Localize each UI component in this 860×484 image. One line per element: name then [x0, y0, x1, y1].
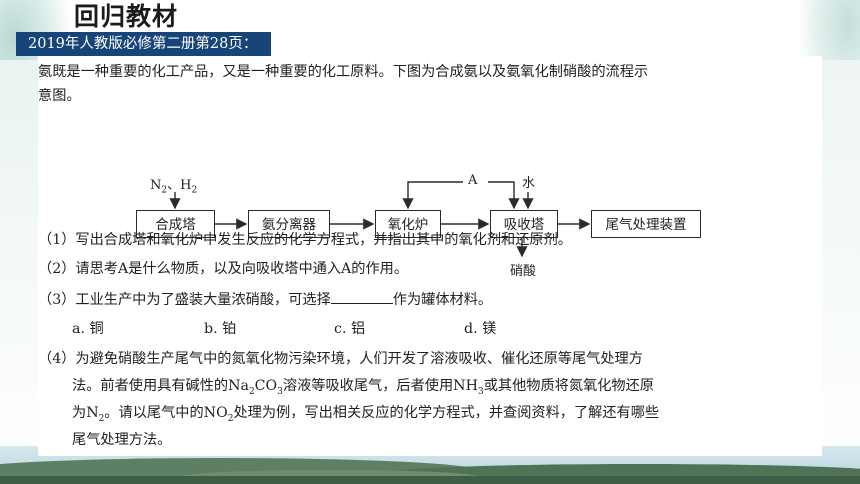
subscript: 2: [161, 185, 168, 196]
box-synthesis-tower: 合成塔: [136, 210, 215, 238]
separator: 、: [167, 178, 181, 193]
q4-text: 法。前者使用具有碱性的Na: [72, 378, 249, 394]
question-4-line-4: 尾气处理方法。: [72, 432, 172, 448]
box-ammonia-separator: 氨分离器: [248, 210, 330, 238]
question-3-options: a. 铜 b. 铂 c. 铝 d. 镁: [72, 317, 592, 341]
landscape-ground: [0, 476, 860, 484]
option-d: d. 镁: [464, 321, 497, 337]
answer-blank: [330, 287, 393, 304]
option-a: a. 铜: [72, 321, 104, 337]
question-3-text-end: 作为罐体材料。: [392, 292, 493, 308]
background-strip-left: [0, 60, 38, 460]
subscript: 3: [277, 386, 283, 397]
q4-text: 溶液等吸收尾气，后者使用NH: [282, 378, 478, 394]
box-absorption-tower: 吸收塔: [490, 210, 558, 238]
question-3-text: （3）工业生产中为了盛装大量浓硝酸，可选择: [38, 292, 331, 308]
subscript: 2: [227, 413, 234, 424]
source-label: 2019年人教版必修第二册第28页：: [16, 32, 272, 56]
subscript: 2: [98, 413, 105, 424]
box-oxidation-furnace: 氧化炉: [375, 210, 441, 238]
textbook-excerpt: 氨既是一种重要的化工产品，又是一种重要的化工原料。下图为合成氨以及氨氧化制硝酸的…: [38, 56, 822, 456]
box-tail-gas-unit: 尾气处理装置: [591, 210, 701, 238]
background-strip-right: [820, 60, 860, 460]
q4-text: 。请以尾气中的NO: [104, 405, 228, 421]
water-label: 水: [522, 176, 536, 191]
arrow-a-to-oxidizer: [402, 181, 463, 210]
q4-text: 处理为例，写出相关反应的化学方程式，并查阅资料，了解还有哪些: [233, 405, 660, 421]
question-4-line-3: 为N2。请以尾气中的NO2处理为例，写出相关反应的化学方程式，并查阅资料，了解还…: [72, 401, 659, 431]
n2-label: N: [150, 178, 162, 193]
question-2: （2）请思考A是什么物质，以及向吸收塔中通入A的作用。: [38, 261, 409, 277]
feed-label: N2、H2: [150, 174, 197, 196]
arrow-a-to-absorber: [488, 181, 520, 210]
h2-label: H: [180, 178, 192, 193]
question-3: （3）工业生产中为了盛装大量浓硝酸，可选择 作为罐体材料。: [38, 287, 492, 312]
flow-arrows: [169, 181, 591, 258]
q4-text: 为N: [72, 405, 99, 421]
subscript: 2: [248, 386, 255, 397]
subscript: 2: [191, 185, 198, 196]
intro-line: 氨既是一种重要的化工产品，又是一种重要的化工原料。下图为合成氨以及氨氧化制硝酸的…: [38, 64, 649, 80]
question-4-line-1: （4）为避免硝酸生产尾气中的氮氧化物污染环境，人们开发了溶液吸收、催化还原等尾气…: [38, 351, 643, 367]
subscript: 3: [477, 386, 484, 397]
nitric-acid-label: 硝酸: [510, 264, 537, 279]
option-b: b. 铂: [204, 321, 237, 337]
question-4-line-2: 法。前者使用具有碱性的Na2CO3溶液等吸收尾气，后者使用NH3或其他物质将氮氧…: [72, 374, 654, 404]
slide-title: 回归教材: [74, 2, 179, 31]
process-flow-diagram: N2、H2 A 水 硝酸 合成塔 氨分离器 氧化炉 吸收塔 尾气处理装置: [38, 114, 822, 284]
q4-text: 或其他物质将氮氧化物还原: [483, 378, 654, 394]
intro-paragraph: 氨既是一种重要的化工产品，又是一种重要的化工原料。下图为合成氨以及氨氧化制硝酸的…: [38, 60, 828, 108]
input-a-label: A: [468, 173, 478, 188]
intro-line: 意图。: [38, 88, 81, 104]
question-1: （1）写出合成塔和氧化炉中发生反应的化学方程式，并指出其中的氧化剂和还原剂。: [38, 232, 572, 248]
option-c: c. 铝: [334, 321, 366, 337]
q4-text: CO: [254, 378, 278, 394]
